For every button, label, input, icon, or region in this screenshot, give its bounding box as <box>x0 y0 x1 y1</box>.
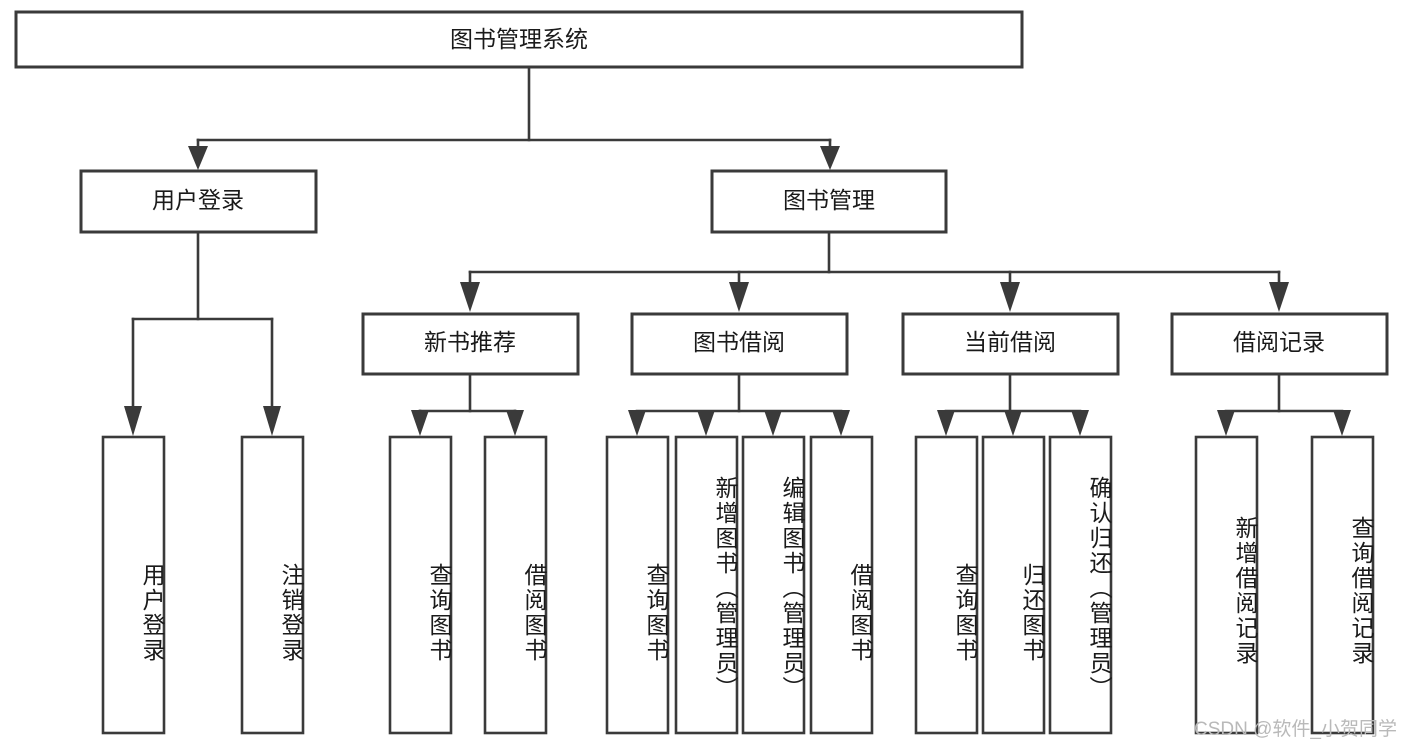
node-root-box[interactable] <box>14 10 1024 69</box>
leaf-box-layer <box>101 435 1375 735</box>
arrowhead-leaf-return-book <box>1004 410 1022 436</box>
arrowhead-leaf-add-record <box>1217 410 1235 436</box>
node-current-borrow-label: 当前借阅 <box>964 329 1056 355</box>
leaf-box-add-book[interactable] <box>674 435 739 735</box>
node-current-borrow[interactable]: 当前借阅 <box>901 312 1120 376</box>
node-book-borrow[interactable]: 图书借阅 <box>630 312 849 376</box>
node-book-manage-box[interactable] <box>710 169 948 234</box>
leaf-box-borrow-book-1[interactable] <box>483 435 548 735</box>
leaf-box-query-book-2[interactable] <box>605 435 670 735</box>
arrowhead-new-book <box>460 282 480 312</box>
leaf-box-return-book[interactable] <box>981 435 1046 735</box>
leaf-box-add-record[interactable] <box>1194 435 1259 735</box>
watermark-csdn: CSDN @软件_小贺同学 <box>1194 719 1397 740</box>
node-borrow-record[interactable]: 借阅记录 <box>1170 312 1389 376</box>
arrowhead-leaf-borrow-book-1 <box>506 410 524 436</box>
node-new-book-recommend[interactable]: 新书推荐 <box>361 312 580 376</box>
leaf-box-edit-book[interactable] <box>741 435 806 735</box>
arrowhead-leaf-user-login <box>124 406 142 436</box>
arrowhead-leaf-logout <box>263 406 281 436</box>
connector-layer <box>124 65 1351 436</box>
leaf-box-borrow-book-2[interactable] <box>809 435 874 735</box>
node-root[interactable]: 图书管理系统 <box>14 10 1024 69</box>
node-root-label: 图书管理系统 <box>450 26 588 52</box>
node-book-manage-label: 图书管理 <box>783 187 875 213</box>
arrowhead-borrow-book <box>729 282 749 312</box>
leaf-box-confirm-return[interactable] <box>1048 435 1113 735</box>
node-user-login[interactable]: 用户登录 <box>79 169 318 234</box>
node-borrow-record-label: 借阅记录 <box>1233 329 1325 355</box>
node-new-book-recommend-label: 新书推荐 <box>424 329 516 355</box>
leaf-box-logout[interactable] <box>240 435 305 735</box>
arrowhead-leaf-edit-book <box>764 410 782 436</box>
arrowhead-user-login <box>188 146 208 170</box>
arrowhead-leaf-query-book-1 <box>411 410 429 436</box>
arrowhead-leaf-query-record <box>1333 410 1351 436</box>
node-user-login-box[interactable] <box>79 169 318 234</box>
leaf-box-query-book-1[interactable] <box>388 435 453 735</box>
arrowhead-leaf-add-book <box>697 410 715 436</box>
node-current-borrow-box[interactable] <box>901 312 1120 376</box>
arrowhead-leaf-confirm-return <box>1071 410 1089 436</box>
node-user-login-label: 用户登录 <box>152 187 244 213</box>
leaf-box-user-login[interactable] <box>101 435 166 735</box>
arrowhead-leaf-query-book-3 <box>937 410 955 436</box>
node-book-manage[interactable]: 图书管理 <box>710 169 948 234</box>
node-borrow-record-box[interactable] <box>1170 312 1389 376</box>
arrowhead-leaf-borrow-book-2 <box>832 410 850 436</box>
node-book-borrow-label: 图书借阅 <box>693 329 785 355</box>
arrowhead-leaf-query-book-2 <box>628 410 646 436</box>
node-book-borrow-box[interactable] <box>630 312 849 376</box>
node-new-book-recommend-box[interactable] <box>361 312 580 376</box>
arrowhead-book-manage <box>820 146 840 170</box>
leaf-box-query-book-3[interactable] <box>914 435 979 735</box>
leaf-box-query-record[interactable] <box>1310 435 1375 735</box>
arrowhead-borrow-record <box>1269 282 1289 312</box>
arrowhead-current-borrow <box>1000 282 1020 312</box>
